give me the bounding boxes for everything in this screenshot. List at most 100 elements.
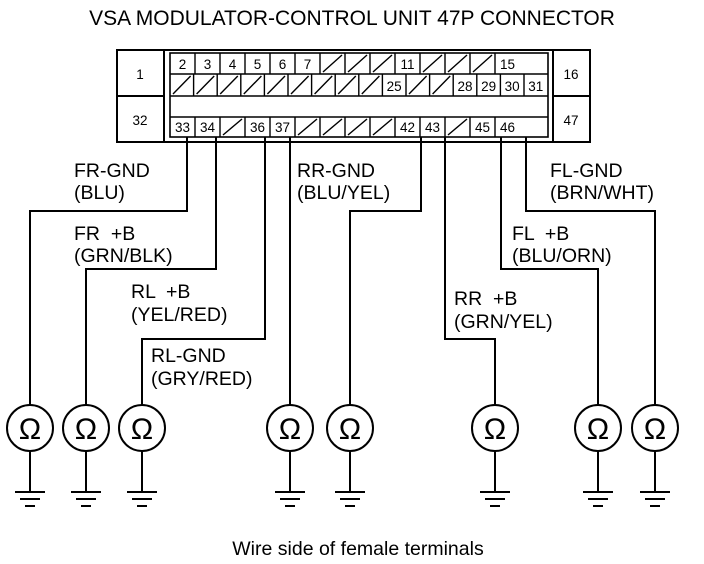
terminal-pin-label: 34 bbox=[200, 120, 216, 135]
pin-label-1: 1 bbox=[136, 67, 144, 82]
wire-fr-gnd bbox=[29, 137, 188, 405]
ohmmeter: Ω bbox=[631, 404, 679, 507]
terminal-pin-label: 33 bbox=[175, 120, 190, 135]
terminal-block bbox=[169, 52, 549, 138]
ohmmeter: Ω bbox=[266, 404, 314, 507]
wire-fr-b bbox=[85, 137, 217, 405]
terminal-pin-label: 46 bbox=[500, 120, 515, 135]
wire-label-rr-gnd: RR-GND bbox=[297, 160, 375, 182]
blank-terminal-slash bbox=[422, 54, 443, 73]
wire-color-rr-b: (GRN/YEL) bbox=[454, 311, 553, 333]
ohm-symbol-icon: Ω bbox=[75, 413, 97, 446]
wire-color-rl-b: (YEL/RED) bbox=[131, 304, 227, 326]
wire-color-rr-gnd: (BLU/YEL) bbox=[297, 182, 390, 204]
wire-label-fl-gnd: FL-GND bbox=[550, 160, 623, 182]
ohmmeter: Ω bbox=[62, 404, 110, 507]
wire-fl-b bbox=[500, 137, 599, 405]
terminal-pin-label: 45 bbox=[475, 120, 490, 135]
blank-terminal-slash bbox=[372, 54, 393, 73]
blank-terminal-slash bbox=[297, 118, 318, 136]
blank-terminal-slash bbox=[322, 118, 343, 136]
ohm-symbol-icon: Ω bbox=[131, 413, 153, 446]
diagram-caption: Wire side of female terminals bbox=[232, 538, 484, 560]
wire-rr-b bbox=[444, 137, 496, 405]
wire-color-fl-gnd: (BRN/WHT) bbox=[550, 182, 654, 204]
terminal-pin-label: 43 bbox=[425, 120, 440, 135]
ohm-symbol-icon: Ω bbox=[19, 413, 41, 446]
wire-label-fr-b: FR +B bbox=[74, 223, 135, 245]
blank-terminal-slash bbox=[222, 118, 243, 136]
ground-icon bbox=[275, 451, 305, 507]
terminal-pin-label: 31 bbox=[528, 79, 543, 94]
ground-icon bbox=[71, 451, 101, 507]
blank-terminal-slash bbox=[447, 118, 468, 136]
blank-terminal-slash bbox=[472, 54, 493, 73]
blank-terminal-slash bbox=[314, 75, 333, 95]
diagram-title: VSA MODULATOR-CONTROL UNIT 47P CONNECTOR bbox=[89, 7, 615, 30]
blank-terminal-slash bbox=[372, 118, 393, 136]
blank-terminal-slash bbox=[432, 75, 451, 95]
terminal-pin-label: 36 bbox=[250, 120, 265, 135]
pin-label-16: 16 bbox=[563, 67, 578, 82]
ohm-symbol-icon: Ω bbox=[587, 413, 609, 446]
wire-color-fr-b: (GRN/BLK) bbox=[74, 245, 173, 267]
pin-label-47: 47 bbox=[563, 113, 578, 128]
wire-label-fr-gnd: FR-GND bbox=[74, 160, 150, 182]
blank-terminal-slash bbox=[172, 75, 192, 95]
wire-paths bbox=[29, 137, 656, 405]
terminal-pin-label: 6 bbox=[279, 57, 287, 72]
terminal-pin-label: 15 bbox=[500, 57, 515, 72]
wire-color-fl-b: (BLU/ORN) bbox=[512, 245, 612, 267]
ohm-symbol-icon: Ω bbox=[644, 413, 666, 446]
wire-label-rr-b: RR +B bbox=[454, 288, 517, 310]
blank-terminal-slash bbox=[219, 75, 239, 95]
ohmmeter: Ω bbox=[118, 404, 166, 507]
terminal-pin-label: 4 bbox=[229, 57, 237, 72]
wire-label-rl-gnd: RL-GND bbox=[151, 345, 226, 367]
blank-terminal-slash bbox=[347, 118, 368, 136]
blank-terminal-slash bbox=[347, 54, 368, 73]
terminal-pin-label: 42 bbox=[400, 120, 415, 135]
blank-terminal-slash bbox=[322, 54, 343, 73]
blank-terminal-slash bbox=[447, 54, 468, 73]
wire-label-rl-b: RL +B bbox=[131, 281, 190, 303]
terminal-pin-label: 3 bbox=[204, 57, 212, 72]
ohm-symbol-icon: Ω bbox=[279, 413, 301, 446]
terminal-pin-label: 11 bbox=[400, 57, 414, 72]
terminal-pin-label: 28 bbox=[457, 79, 472, 94]
terminal-row-3: 33 34 36 37 42 43 45 46 bbox=[175, 117, 515, 137]
terminal-pin-label: 7 bbox=[304, 57, 312, 72]
wire-fl-gnd bbox=[525, 137, 656, 405]
blank-terminal-slash bbox=[290, 75, 310, 95]
blank-terminal-slash bbox=[196, 75, 215, 95]
wire-label-fl-b: FL +B bbox=[512, 223, 569, 245]
terminal-pin-label: 25 bbox=[387, 79, 402, 94]
ground-icon bbox=[127, 451, 157, 507]
blank-terminal-slash bbox=[408, 75, 428, 95]
ohm-symbol-icon: Ω bbox=[484, 413, 506, 446]
ground-icon bbox=[640, 451, 670, 507]
wire-rl-b bbox=[141, 137, 266, 405]
blank-terminal-slash bbox=[337, 75, 357, 95]
wire-color-rl-gnd: (GRY/RED) bbox=[151, 368, 252, 390]
ground-icon bbox=[15, 451, 45, 507]
blank-terminal-slash bbox=[266, 75, 286, 95]
ohmmeter: Ω bbox=[6, 404, 54, 507]
ohmmeter: Ω bbox=[574, 404, 622, 507]
ohmmeter: Ω bbox=[471, 404, 519, 507]
terminal-pin-label: 37 bbox=[275, 120, 290, 135]
blank-terminal-slash bbox=[361, 75, 380, 95]
ground-icon bbox=[480, 451, 510, 507]
ground-icon bbox=[335, 451, 365, 507]
wire-rr-gnd bbox=[349, 137, 422, 405]
terminal-pin-label: 29 bbox=[481, 79, 496, 94]
ohm-symbol-icon: Ω bbox=[339, 413, 361, 446]
ohmmeter: Ω bbox=[326, 404, 374, 507]
terminal-pin-label: 5 bbox=[254, 57, 262, 72]
terminal-row-2: 25 28 29 30 31 bbox=[172, 74, 543, 96]
terminal-pin-label: 30 bbox=[505, 79, 520, 94]
ground-icon bbox=[583, 451, 613, 507]
